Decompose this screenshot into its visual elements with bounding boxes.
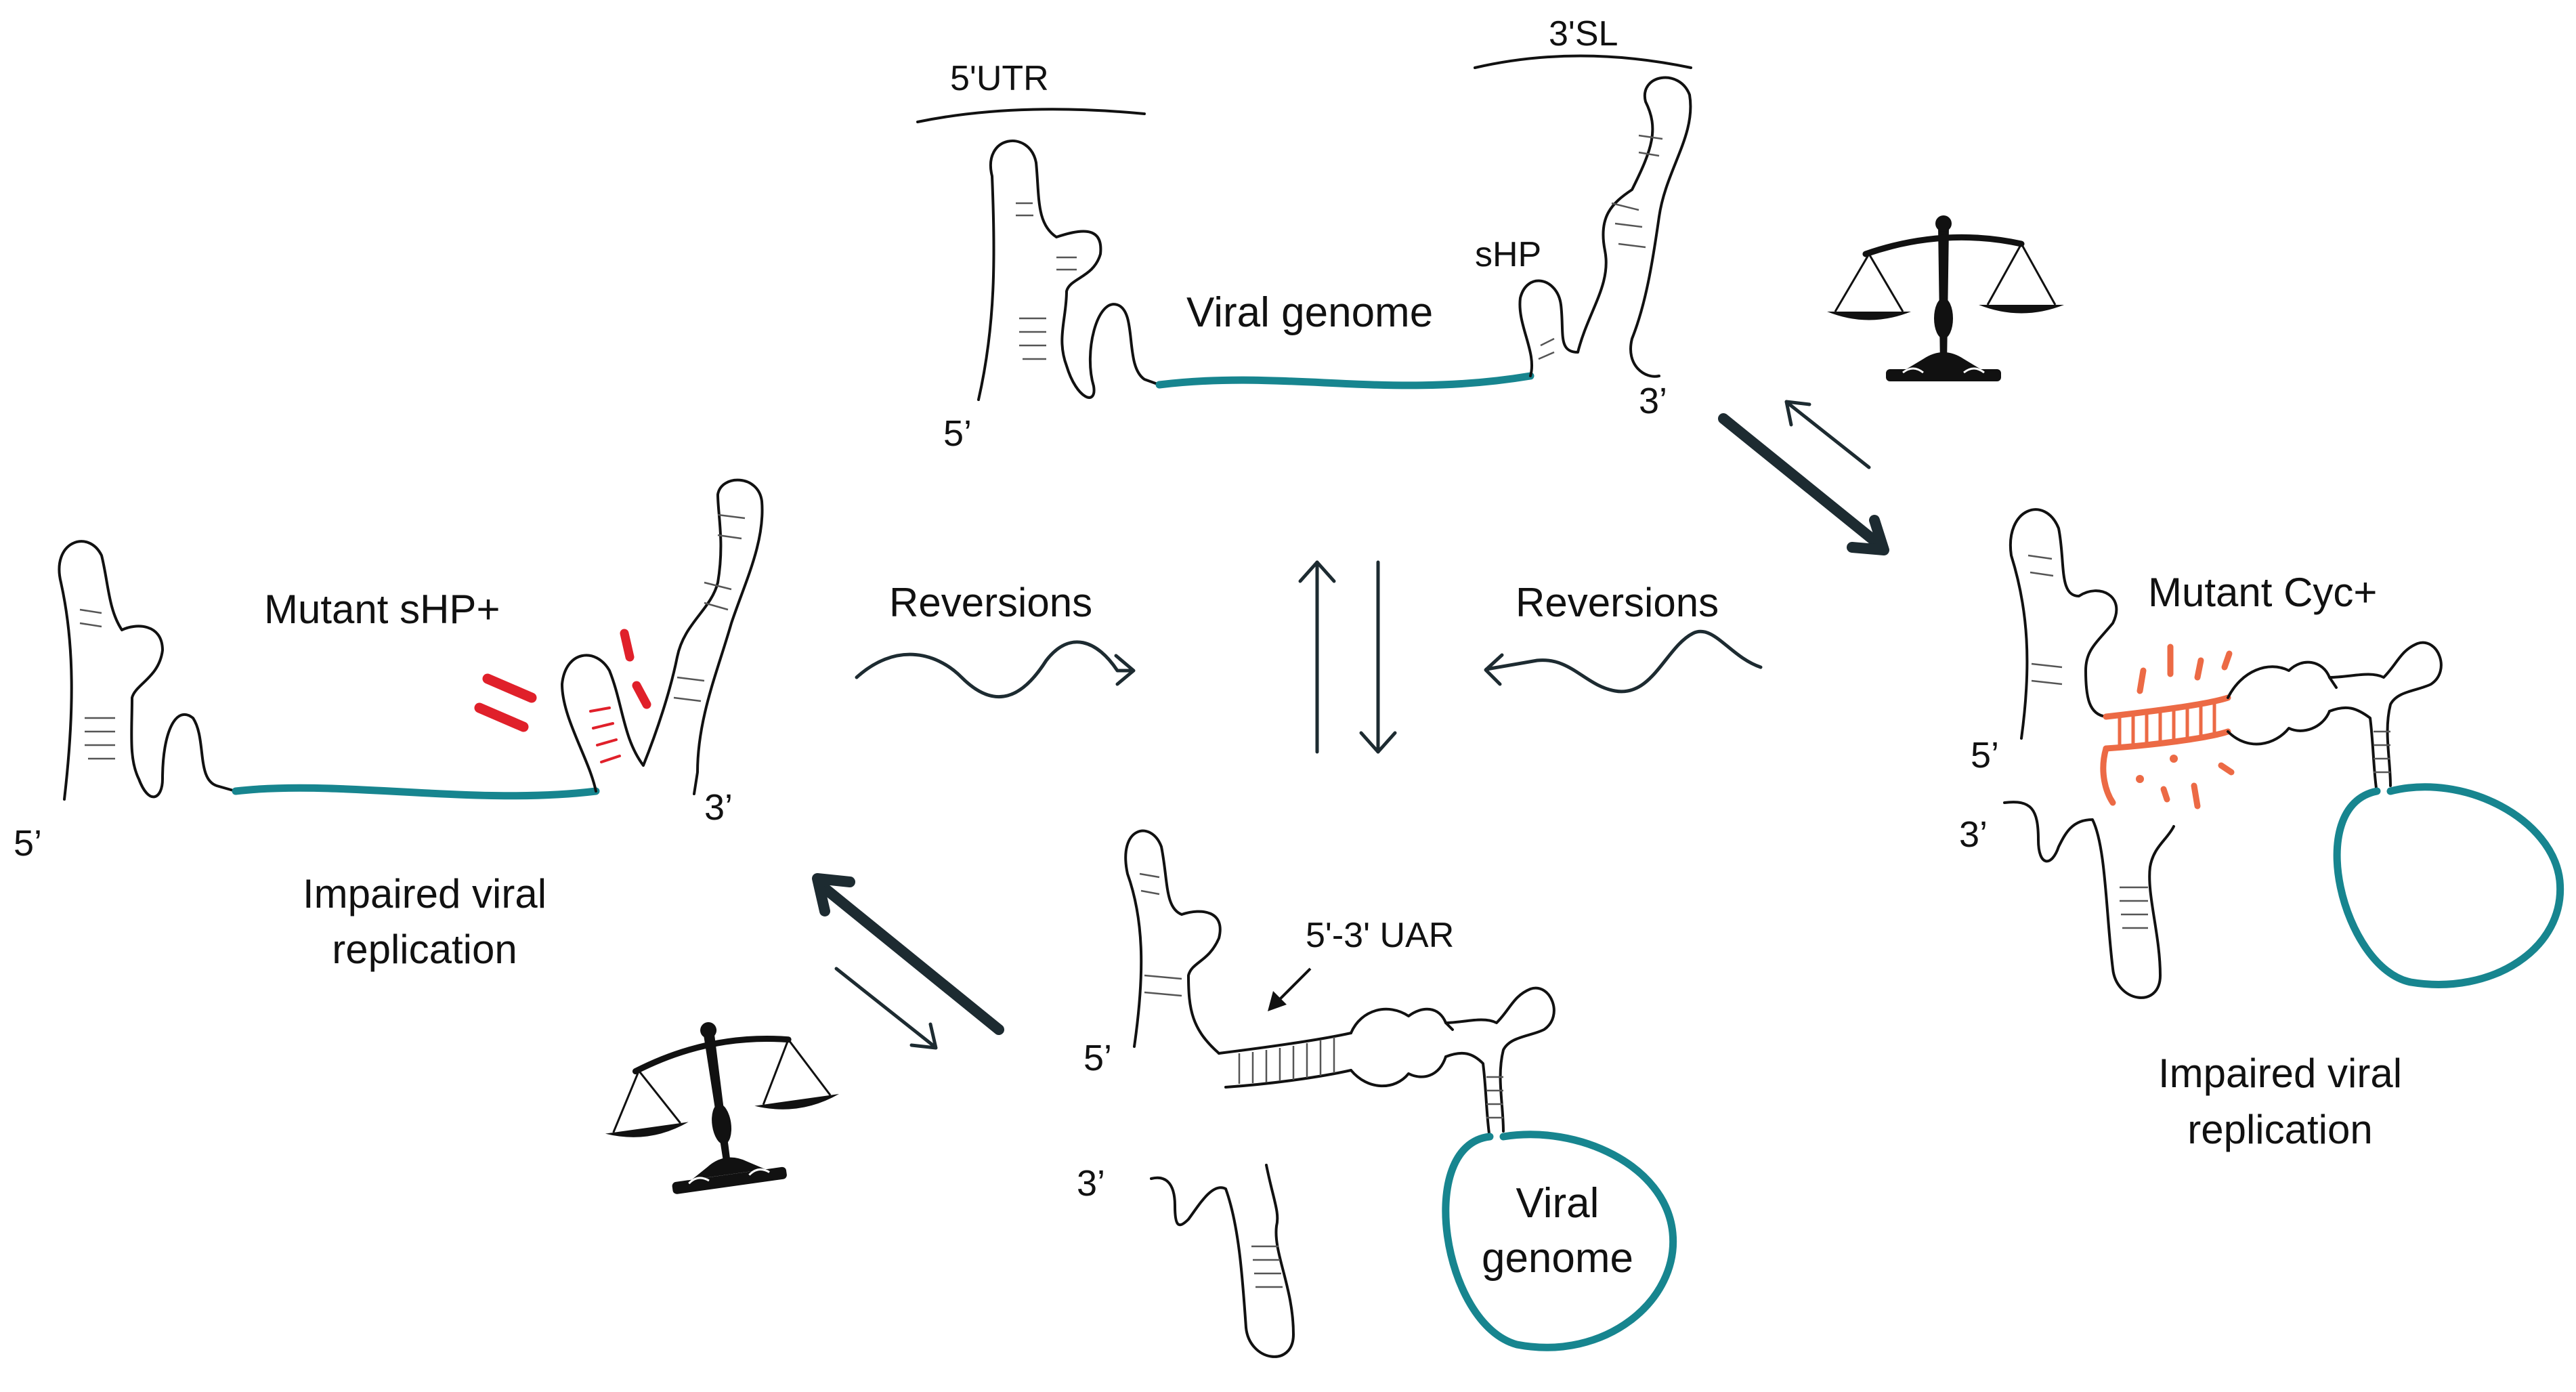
bottom-genome-loop (1442, 1131, 1677, 1351)
left-impaired-line1: Impaired viral (303, 871, 546, 916)
right-cyc-mutation (2100, 644, 2235, 809)
left-genome-strand (232, 784, 600, 800)
right-mutant-label: Mutant Cyc+ (2148, 570, 2377, 615)
bottom-uar-duplex (1218, 1032, 1352, 1089)
left-3sl-basepairs (673, 513, 746, 702)
bottom-3sl-branch (1444, 986, 1555, 1139)
left-5utr-basepairs (79, 608, 115, 760)
top-genome-strand (1155, 372, 1534, 389)
top-linear-genome: 5'UTR 3'SL sHP Viral genome 5’ 3’ (916, 14, 1692, 454)
balance-scale-icon (592, 1005, 850, 1202)
reversions-right-wave (1484, 629, 1763, 694)
left-mutant-label: Mutant sHP+ (264, 587, 500, 632)
bottom-3prime-stemloop (1150, 1164, 1295, 1358)
center-reversions: Reversions Reversions (855, 580, 1763, 698)
reversions-right-label: Reversions (1516, 580, 1719, 625)
left-mutant-shp-structure: Mutant sHP+ 5’ 3’ Impaired viral replica… (14, 478, 764, 972)
right-5utr-stemloop (2009, 508, 2118, 740)
top-5utr-basepairs (1016, 202, 1077, 360)
right-impaired-line1: Impaired viral (2158, 1051, 2402, 1096)
top-5utr-bracket (916, 108, 1146, 123)
left-5prime-label: 5’ (14, 823, 42, 864)
right-3sl-basepairs (2374, 730, 2390, 774)
bottom-cyclized-structure: 5'-3' UAR 5’ 3’ Viral genome (1077, 829, 1677, 1358)
right-3prime-stemloop (2003, 801, 2175, 999)
right-impaired-line2: replication (2187, 1107, 2373, 1152)
vertical-equilibrium-arrows (1298, 560, 1397, 754)
right-5prime-label: 5’ (1971, 735, 1999, 776)
right-3prime-label: 3’ (1959, 814, 1988, 855)
right-genome-loop (2333, 783, 2564, 988)
left-3sl-stemloop (561, 478, 764, 795)
right-mutant-cyc-structure: Mutant Cyc+ 5’ 3’ Impaired viral replica… (1959, 508, 2564, 1152)
bottom-3sl-basepairs (1486, 1076, 1503, 1119)
top-genome-label: Viral genome (1186, 289, 1433, 336)
reversions-left-wave (855, 640, 1134, 698)
top-5utr-stemloop (977, 139, 1161, 401)
reversions-right-wave-head (1484, 653, 1504, 686)
bottom-uar-pointer (1268, 967, 1312, 1011)
reversions-left-label: Reversions (889, 580, 1092, 625)
bottom-5utr-basepairs (1139, 872, 1182, 997)
left-mutation-marks (474, 629, 651, 763)
right-equilibrium-arrows (1718, 400, 1889, 555)
bottom-uar-basepairs (1238, 1037, 1335, 1084)
top-3sl-bracket (1474, 54, 1692, 69)
top-3sl-label: 3'SL (1549, 14, 1618, 54)
bottom-3prime-label: 3’ (1077, 1163, 1105, 1204)
left-3prime-label: 3’ (704, 787, 733, 828)
bottom-5prime-label: 5’ (1083, 1038, 1112, 1078)
reversions-left-wave-head (1114, 654, 1136, 686)
top-5utr-label: 5'UTR (950, 59, 1049, 98)
balance-scale-icon (1827, 215, 2064, 381)
top-shp-label: sHP (1475, 235, 1541, 274)
bottom-genome-line1: Viral (1516, 1180, 1600, 1227)
bottom-3prime-basepairs (1251, 1245, 1283, 1288)
top-3prime-label: 3’ (1639, 381, 1667, 421)
right-3sl-branch (2328, 641, 2443, 794)
bottom-uar-label: 5'-3' UAR (1306, 916, 1454, 955)
top-5prime-label: 5’ (943, 413, 972, 454)
right-3prime-basepairs (2120, 886, 2148, 929)
left-equilibrium-arrows (812, 873, 1004, 1050)
top-3sl-basepairs (1538, 134, 1663, 360)
bottom-internal-loop (1350, 1007, 1454, 1088)
left-5utr-stemloop (58, 540, 237, 801)
left-impaired-line2: replication (332, 927, 517, 972)
top-3sl-stemloop (1518, 76, 1692, 378)
right-5utr-basepairs (2027, 554, 2063, 686)
right-internal-loop (2227, 660, 2338, 746)
bottom-genome-line2: genome (1482, 1235, 1633, 1282)
bottom-5utr-stemloop (1124, 829, 1222, 1055)
